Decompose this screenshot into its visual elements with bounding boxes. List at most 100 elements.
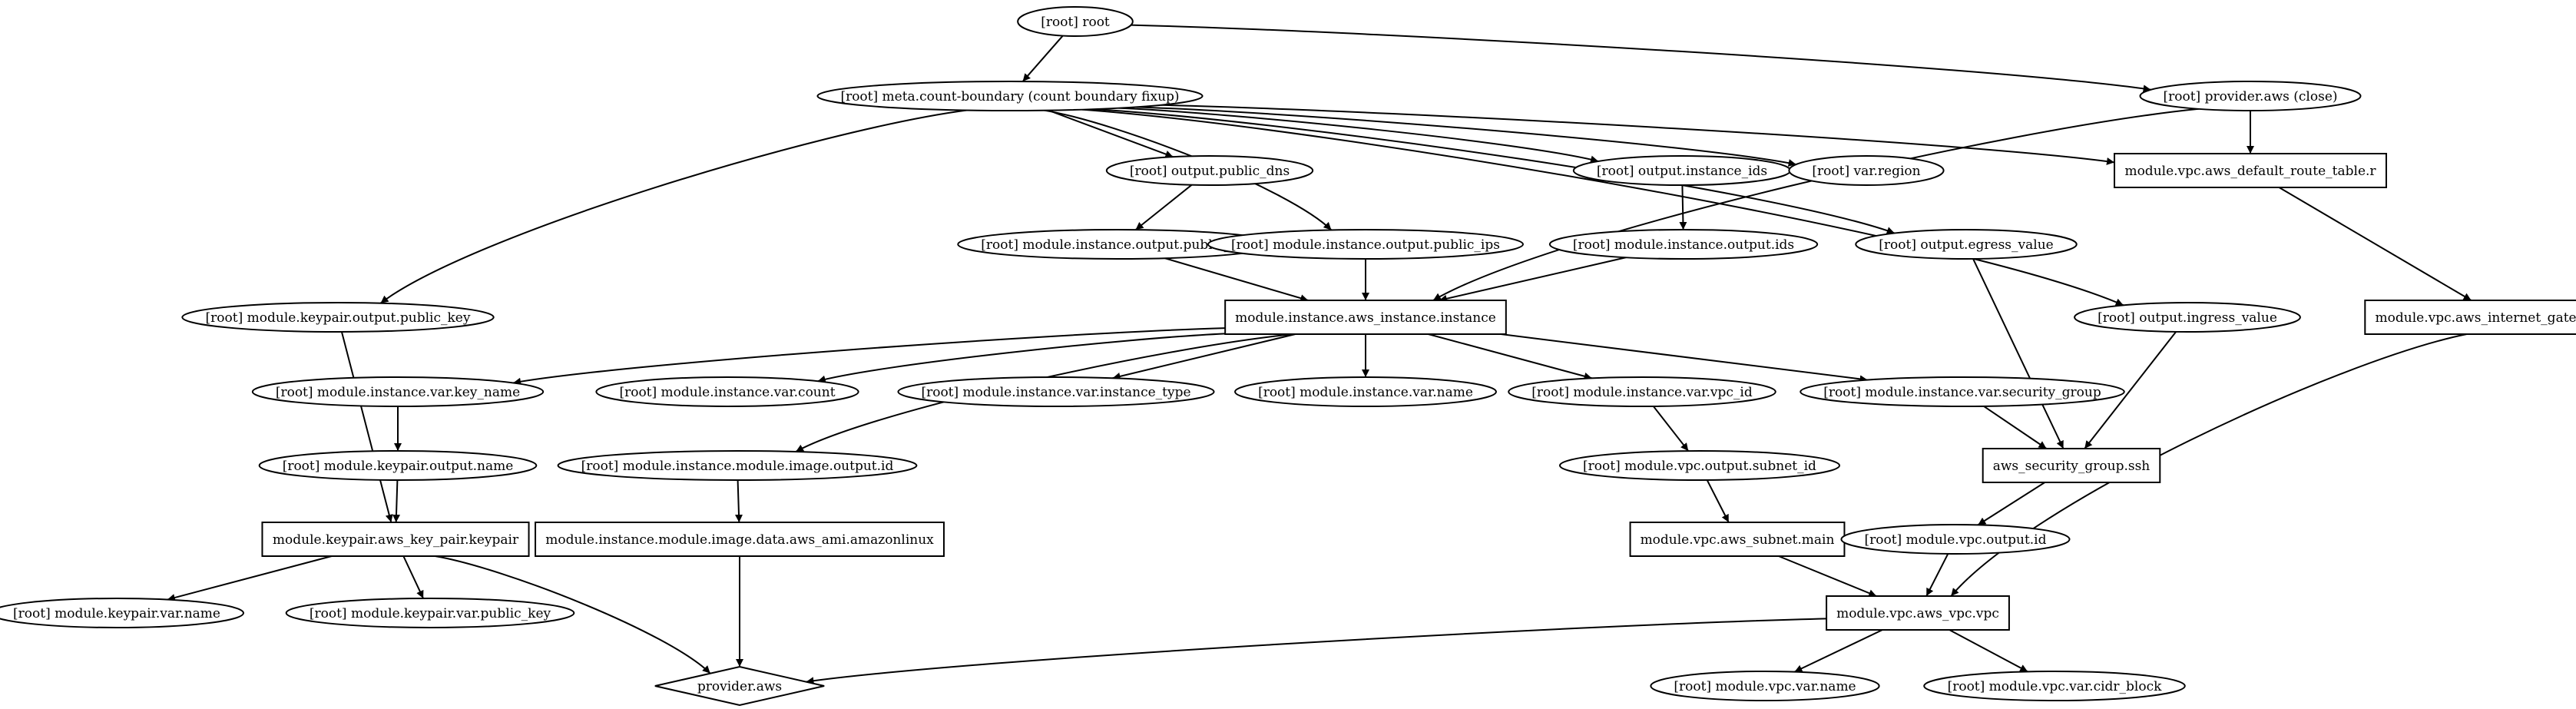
node-label: [root] module.instance.output.public_dns <box>981 237 1253 253</box>
edges <box>167 24 2472 685</box>
node-provclose: [root] provider.aws (close) <box>2139 81 2362 111</box>
node-label: [root] module.instance.var.count <box>619 385 835 400</box>
ellipse-shape <box>0 598 244 628</box>
node-label: [root] output.egress_value <box>1879 237 2053 253</box>
node-label: aws_security_group.ssh <box>1993 459 2151 474</box>
edge-subnet-to-vpc <box>1778 555 1877 597</box>
ellipse-shape <box>1788 155 1945 186</box>
ellipse-shape <box>1855 229 2078 260</box>
node-out-instids: [root] output.instance_ids <box>1572 155 1792 186</box>
node-mi-var-name: [root] module.instance.var.name <box>1234 376 1497 407</box>
edge-inst-to-mi-var-itype <box>1112 333 1296 380</box>
edge-kp-out-name-to-kp <box>392 479 400 523</box>
node-label: module.keypair.aws_key_pair.keypair <box>273 532 519 548</box>
edge-mi-img-out-id-to-ami <box>735 479 743 523</box>
edge-kp-to-provider <box>435 555 711 674</box>
node-label: [root] module.vpc.var.name <box>1674 679 1856 694</box>
edge-meta-to-out-egress <box>1094 108 1896 234</box>
node-label: module.vpc.aws_internet_gateway.gw <box>2376 310 2576 326</box>
edge-vpc-out-subnet-to-subnet <box>1706 479 1730 523</box>
node-label: [root] module.instance.var.name <box>1258 385 1473 400</box>
edge-meta-to-var-region <box>1136 106 1796 167</box>
node-vpc-var-name: [root] module.vpc.var.name <box>1650 671 1880 701</box>
node-label: [root] module.instance.output.public_ips <box>1231 237 1500 253</box>
ellipse-shape <box>251 376 545 407</box>
edge-inst-to-mi-var-sg <box>1501 333 1868 383</box>
edge-meta-to-out-instids <box>1118 107 1599 164</box>
ellipse-shape <box>595 376 859 407</box>
node-label: [root] var.region <box>1812 164 1920 179</box>
edge-sg-ssh-to-vpc-out-id <box>1977 482 2045 526</box>
nodes: [root] root [root] meta.count-boundary (c… <box>0 6 2576 707</box>
node-label: [root] module.instance.module.image.outp… <box>581 459 894 474</box>
node-label: [root] module.instance.var.key_name <box>276 385 520 400</box>
node-label: [root] module.vpc.output.id <box>1865 532 2047 548</box>
node-label: [root] output.public_dns <box>1130 164 1290 179</box>
ellipse-shape <box>1800 376 2125 407</box>
ellipse-shape <box>1923 671 2186 701</box>
edge-kp-to-kp-var-pubkey <box>402 555 425 599</box>
node-out-pubdns: [root] output.public_dns <box>1105 155 1314 186</box>
ellipse-shape <box>1207 229 1524 260</box>
node-label: [root] module.keypair.output.name <box>283 459 514 474</box>
ellipse-shape <box>816 81 1204 111</box>
node-label: [root] module.keypair.output.public_key <box>206 310 471 326</box>
node-kp-out-name: [root] module.keypair.output.name <box>258 450 538 481</box>
ellipse-shape <box>258 450 538 481</box>
node-subnet: module.vpc.aws_subnet.main <box>1629 522 1846 557</box>
edge-kp-to-kp-var-name <box>167 555 333 601</box>
node-kp-out-pubkey: [root] module.keypair.output.public_key <box>181 302 495 333</box>
edge-mi-var-sg-to-sg-ssh <box>1983 406 2048 449</box>
box-shape <box>1224 300 1507 335</box>
node-label: module.instance.aws_instance.instance <box>1235 310 1496 326</box>
ellipse-shape <box>1558 450 1841 481</box>
ellipse-shape <box>1234 376 1497 407</box>
edge-root-to-provclose <box>1131 24 2151 93</box>
node-mi-var-keyname: [root] module.instance.var.key_name <box>251 376 545 407</box>
edge-vpc-to-provider <box>806 618 1827 685</box>
node-label: [root] meta.count-boundary (count bounda… <box>840 89 1179 104</box>
node-label: module.vpc.aws_default_route_table.r <box>2124 164 2376 179</box>
node-label: module.vpc.aws_vpc.vpc <box>1836 606 1999 621</box>
edge-inst-to-mi-var-keyname <box>512 327 1226 386</box>
node-label: [root] module.instance.var.security_grou… <box>1823 385 2101 400</box>
node-label: module.vpc.aws_subnet.main <box>1641 532 1835 548</box>
node-mi-var-itype: [root] module.instance.var.instance_type <box>897 376 1215 407</box>
node-def-rt: module.vpc.aws_default_route_table.r <box>2114 153 2387 188</box>
node-mi-out-pubdns: [root] module.instance.output.public_dns <box>957 229 1278 260</box>
node-label: [root] module.keypair.var.name <box>13 606 220 621</box>
node-label: [root] root <box>1041 15 1110 30</box>
node-label: [root] module.instance.output.ids <box>1573 237 1794 253</box>
edge-meta-to-out-pubdns <box>1048 109 1174 158</box>
node-label: [root] module.vpc.var.cidr_block <box>1948 679 2163 694</box>
edge-kp-out-pubkey-to-kp <box>340 331 393 523</box>
edge-meta-to-out-ingress <box>1081 108 2124 306</box>
edge-meta-to-kp-out-pubkey <box>379 109 967 304</box>
ellipse-shape <box>1840 524 2071 555</box>
ellipse-shape <box>557 450 918 481</box>
node-label: [root] module.instance.var.instance_type <box>921 385 1190 400</box>
edge-root-to-meta <box>1021 35 1064 82</box>
node-label: [root] provider.aws (close) <box>2163 89 2337 104</box>
edge-provclose-to-inst <box>1432 108 2199 301</box>
node-vpc-var-cidr: [root] module.vpc.var.cidr_block <box>1923 671 2186 701</box>
box-shape <box>2114 153 2387 188</box>
edge-mi-out-ids-to-inst <box>1439 257 1627 303</box>
node-mi-var-vpcid: [root] module.instance.var.vpc_id <box>1508 376 1776 407</box>
ellipse-shape <box>285 598 575 628</box>
node-mi-img-out-id: [root] module.instance.module.image.outp… <box>557 450 918 481</box>
edge-out-egress-to-sg-ssh <box>1972 258 2064 449</box>
ellipse-shape <box>2074 302 2301 333</box>
node-igw: module.vpc.aws_internet_gateway.gw <box>2364 300 2576 335</box>
box-shape <box>1629 522 1846 557</box>
node-out-ingress: [root] output.ingress_value <box>2074 302 2301 333</box>
node-label: [root] module.instance.var.vpc_id <box>1531 385 1753 400</box>
ellipse-shape <box>181 302 495 333</box>
node-label: [root] module.vpc.output.subnet_id <box>1583 459 1816 474</box>
node-mi-out-ids: [root] module.instance.output.ids <box>1548 229 1819 260</box>
edge-out-pubdns-to-mi-out-pubdns <box>1134 184 1193 230</box>
edge-mi-var-vpcid-to-vpc-out-subnet <box>1653 406 1689 452</box>
node-kp-var-pubkey: [root] module.keypair.var.public_key <box>285 598 575 628</box>
ellipse-shape <box>2139 81 2362 111</box>
